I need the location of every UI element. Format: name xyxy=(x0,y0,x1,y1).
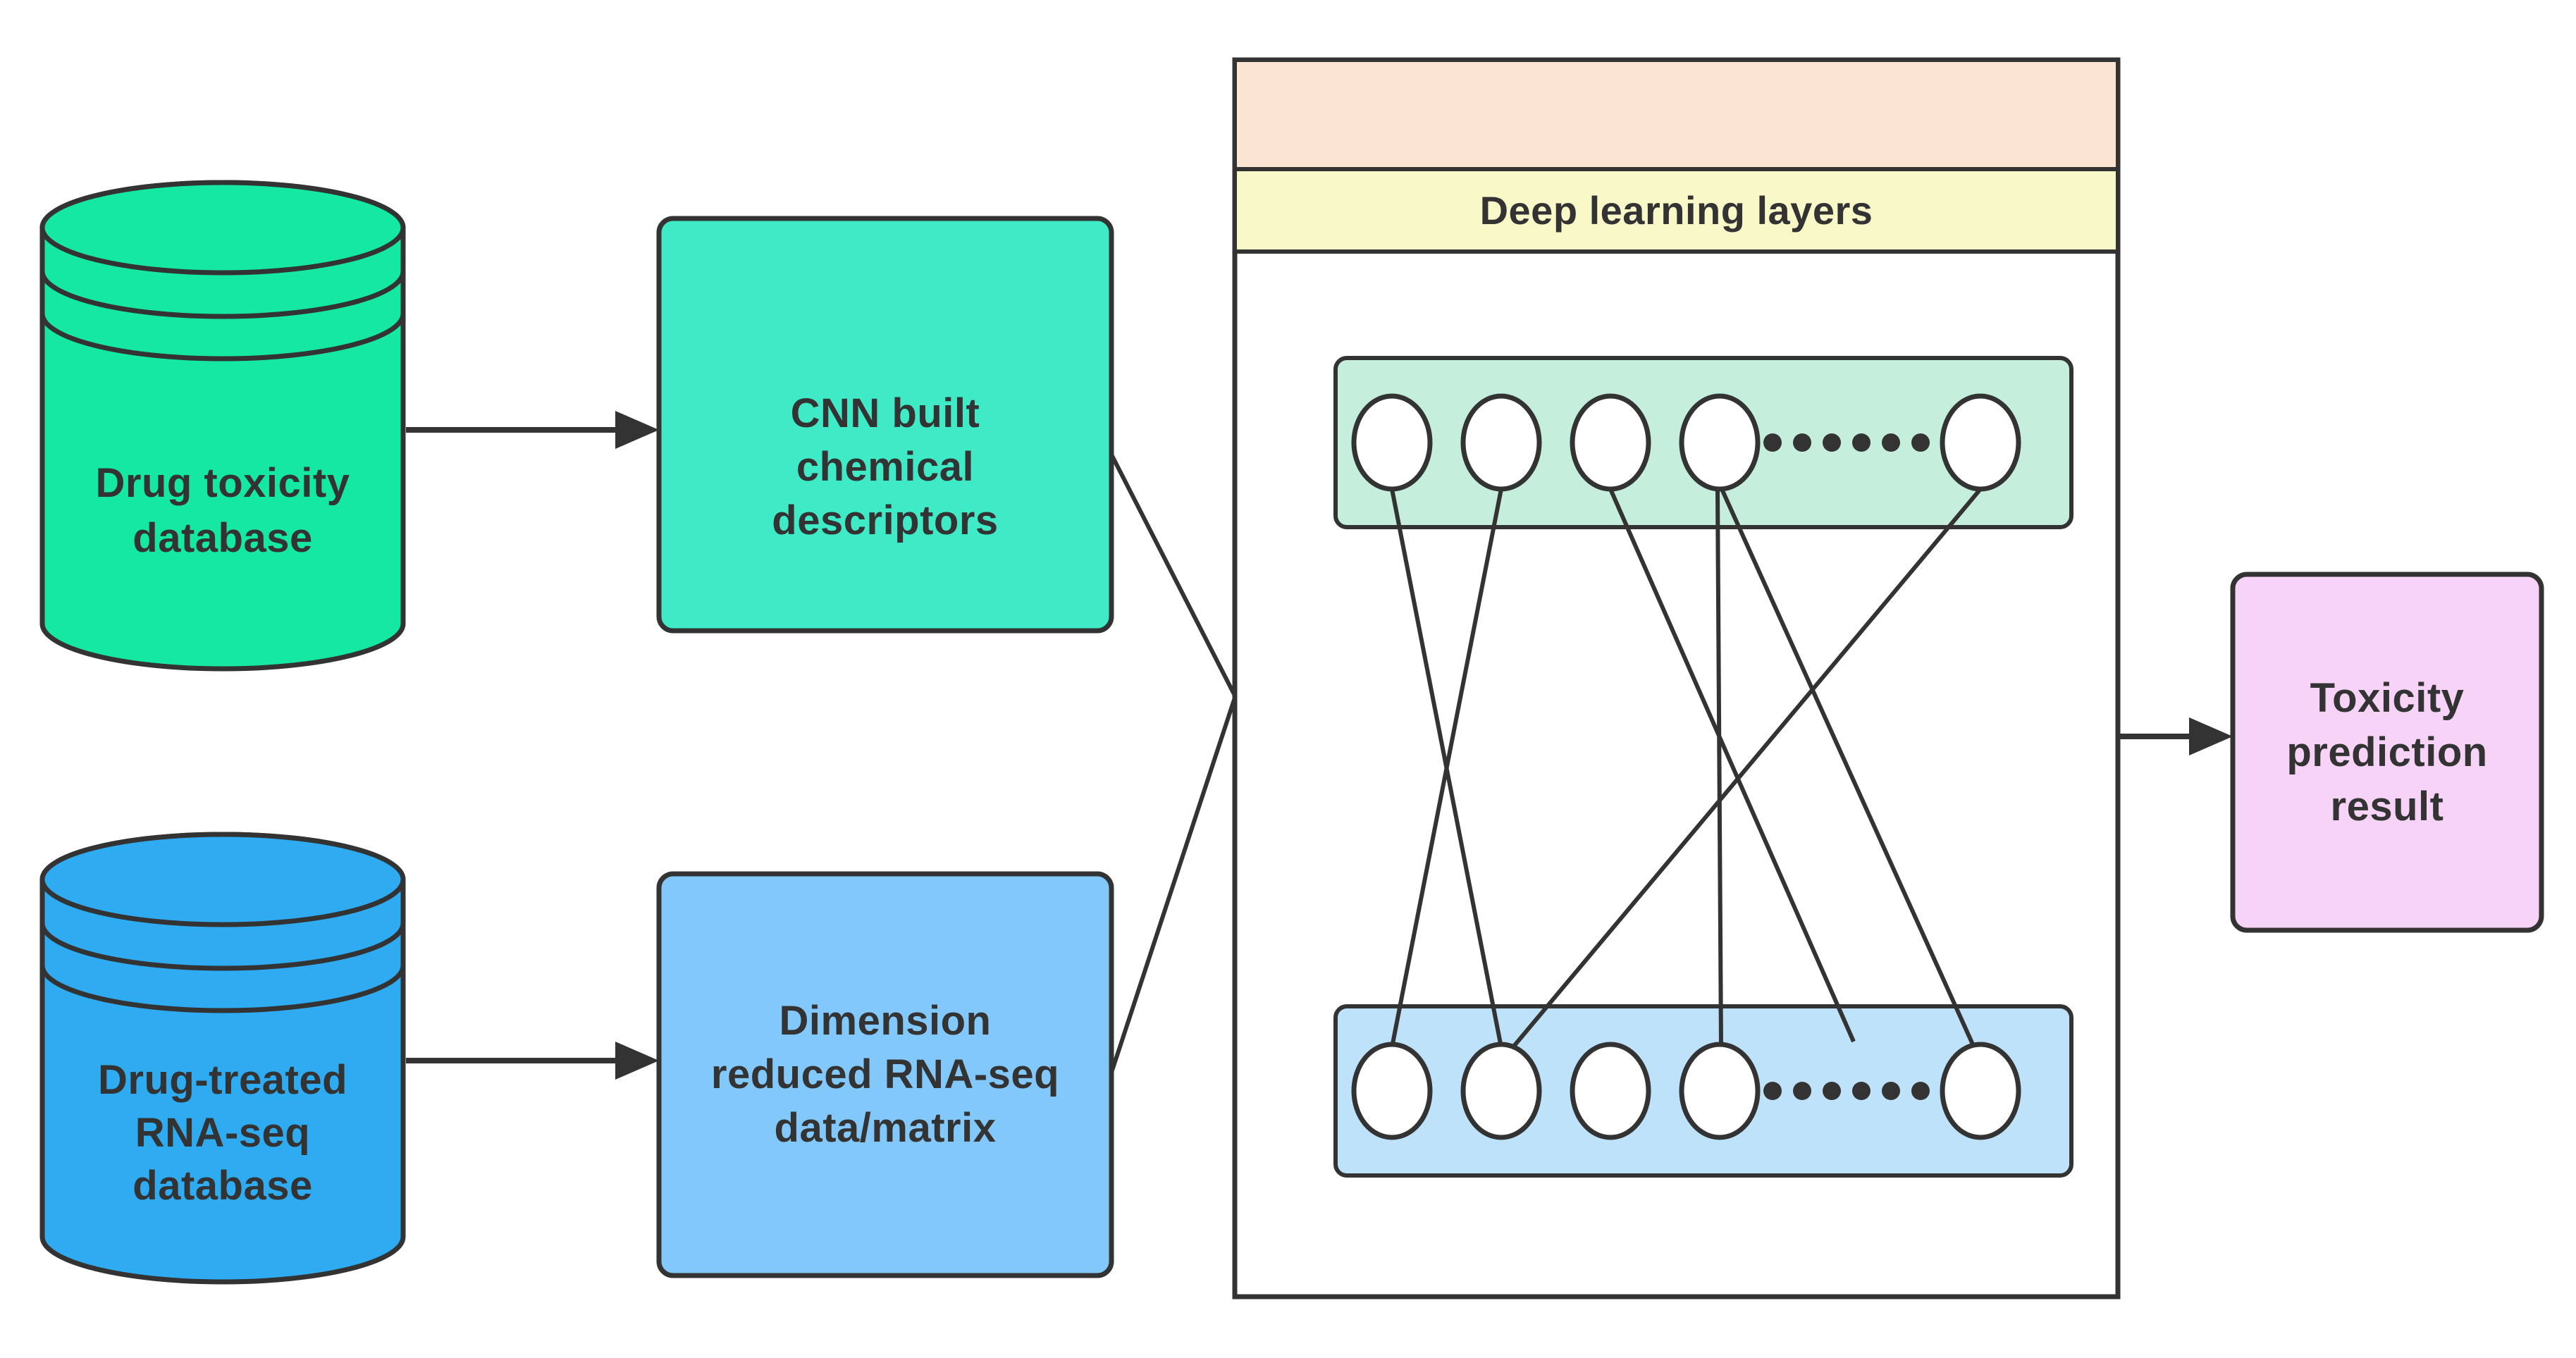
label-line: descriptors xyxy=(772,497,999,543)
rna-seq-db-label: Drug-treated RNA-seq database xyxy=(42,1054,403,1212)
connector-dim-to-panel xyxy=(1109,697,1237,1073)
panel-header-band xyxy=(1233,167,2120,254)
neuron-circle xyxy=(1679,393,1761,492)
neuron-circle xyxy=(1351,1042,1433,1140)
neuron-circle xyxy=(1460,393,1542,492)
cylinder-rim-arc xyxy=(39,271,406,319)
deep-learning-panel xyxy=(1232,57,2121,1300)
label-line: Drug toxicity xyxy=(95,460,350,506)
panel-peach-band xyxy=(1233,58,2120,171)
ellipsis-dot xyxy=(1911,1082,1930,1100)
arrow-db2-to-dim xyxy=(406,1042,659,1080)
cylinder-rim-arc xyxy=(39,922,406,971)
arrow-head xyxy=(615,411,659,449)
drug-toxicity-db-label: Drug toxicity database xyxy=(42,433,403,588)
cnn-descriptors-label: CNN built chemical descriptors xyxy=(659,261,1111,673)
label-line: chemical xyxy=(796,443,975,490)
drug-toxicity-db-cylinder xyxy=(39,180,406,672)
cylinder-top-ellipse xyxy=(39,832,406,927)
neuron-circle xyxy=(1940,393,2021,492)
dimension-reduced-box xyxy=(656,871,1114,1278)
neuron-circle xyxy=(1679,1042,1761,1140)
label-line: RNA-seq xyxy=(135,1110,311,1156)
ellipsis-dot xyxy=(1763,433,1782,452)
label-line: Toxicity xyxy=(2310,675,2465,721)
arrow-head xyxy=(615,1042,659,1080)
deep-learning-header: Deep learning layers xyxy=(1235,171,2118,250)
connection-line xyxy=(1608,488,1856,1043)
ellipsis-dot xyxy=(1823,433,1841,452)
ellipsis-dot xyxy=(1763,1082,1782,1100)
label-line: reduced RNA-seq xyxy=(710,1051,1060,1097)
label-line: CNN built xyxy=(790,390,980,436)
layer-connections xyxy=(1390,488,1983,1050)
toxicity-result-label: Toxicity prediction result xyxy=(2233,574,2541,930)
rna-seq-db-cylinder xyxy=(39,832,406,1285)
label-line: result xyxy=(2330,784,2444,829)
label-line: database xyxy=(133,515,313,561)
ellipsis-dot xyxy=(1882,1082,1900,1100)
neuron-ellipsis-dots xyxy=(1763,1082,1930,1100)
ellipsis-dot xyxy=(1911,433,1930,452)
ellipsis-dot xyxy=(1852,1082,1871,1100)
cylinder-rim-arc xyxy=(39,313,406,362)
ellipsis-dot xyxy=(1823,1082,1841,1100)
ellipsis-dot xyxy=(1882,433,1900,452)
ellipsis-dot xyxy=(1793,433,1811,452)
ellipsis-dot xyxy=(1793,1082,1811,1100)
arrow-panel-to-result xyxy=(2118,717,2233,755)
connection-line xyxy=(1510,488,1983,1050)
label-line: data/matrix xyxy=(774,1105,997,1151)
label-line: Dimension xyxy=(779,998,992,1044)
input-layer-neurons xyxy=(1351,393,2021,492)
cylinder-rim-arc xyxy=(39,965,406,1013)
neuron-ellipsis-dots xyxy=(1763,433,1930,452)
label-line: prediction xyxy=(2286,729,2488,775)
toxicity-result-box xyxy=(2230,572,2544,933)
dimension-reduced-label: Dimension reduced RNA-seq data/matrix xyxy=(659,874,1111,1276)
hidden-layer-neurons xyxy=(1351,1042,2021,1140)
neuron-circle xyxy=(1570,393,1651,492)
label-line: Deep learning layers xyxy=(1479,188,1873,233)
connection-line xyxy=(1720,488,1976,1047)
label-line: Drug-treated xyxy=(97,1057,348,1103)
arrow-head xyxy=(2189,717,2233,755)
arrow-db1-to-cnn xyxy=(406,411,659,449)
neuron-circle xyxy=(1940,1042,2021,1140)
neuron-circle xyxy=(1351,393,1433,492)
connection-line xyxy=(1390,488,1503,1048)
ellipsis-dot xyxy=(1852,433,1871,452)
cnn-descriptors-box xyxy=(656,216,1114,634)
neuron-circle xyxy=(1460,1042,1542,1140)
cylinder-top-ellipse xyxy=(39,180,406,276)
neuron-circle xyxy=(1570,1042,1651,1140)
label-line: database xyxy=(133,1163,313,1209)
connector-cnn-to-panel xyxy=(1109,453,1237,697)
connection-line xyxy=(1715,490,1723,1047)
